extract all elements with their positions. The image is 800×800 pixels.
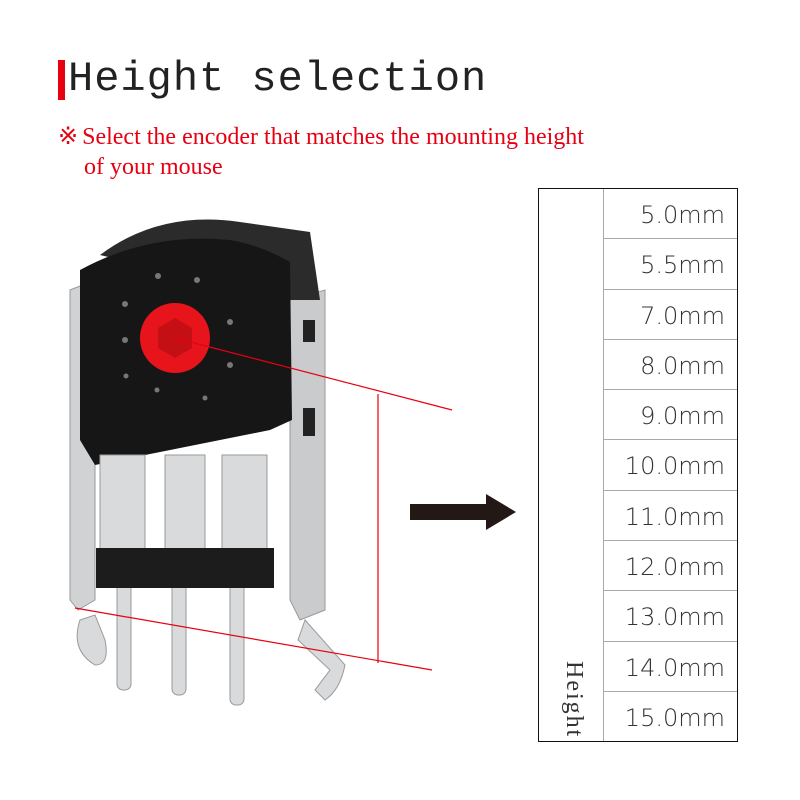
title-accent-bar: [58, 60, 65, 100]
height-label-column: Height: [539, 189, 604, 741]
height-option: 9.0mm: [604, 390, 737, 441]
height-option: 5.5mm: [604, 239, 737, 290]
height-option: 10.0mm: [604, 440, 737, 491]
selection-note: ※Select the encoder that matches the mou…: [58, 122, 758, 182]
height-option: 11.0mm: [604, 491, 737, 542]
height-option: 7.0mm: [604, 290, 737, 340]
note-line-1: Select the encoder that matches the moun…: [82, 124, 584, 150]
height-option: 5.0mm: [604, 189, 737, 240]
page-title: Height selection: [68, 55, 488, 103]
arrow-right-icon: [410, 494, 516, 530]
note-line-2: of your mouse: [84, 154, 223, 180]
height-option: 12.0mm: [604, 541, 737, 592]
height-option: 8.0mm: [604, 340, 737, 391]
height-option: 13.0mm: [604, 591, 737, 642]
height-label: Height: [561, 661, 587, 739]
height-option: 15.0mm: [624, 703, 725, 732]
reference-mark: ※: [58, 124, 79, 150]
height-option: 14.0mm: [604, 642, 737, 692]
height-rows: 5.0mm 5.5mm 7.0mm 8.0mm 9.0mm 10.0mm 11.…: [604, 189, 737, 741]
height-options-table: Height 5.0mm 5.5mm 7.0mm 8.0mm 9.0mm 10.…: [538, 188, 738, 742]
